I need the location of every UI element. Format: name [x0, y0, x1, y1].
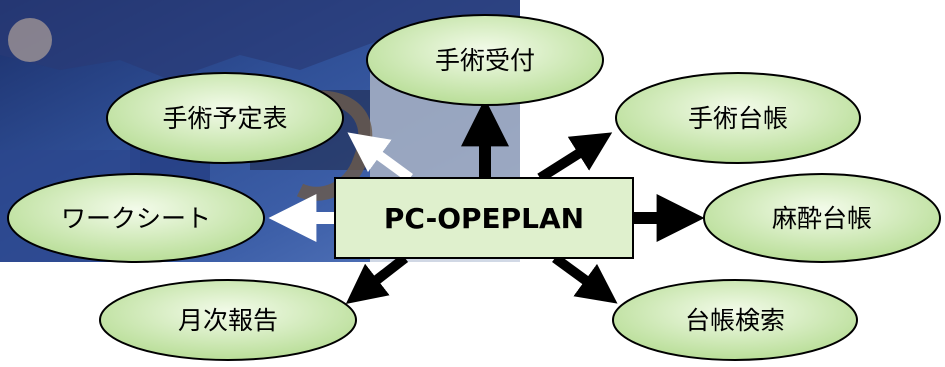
node-label-surgery-schedule: 手術予定表 — [162, 104, 287, 133]
node-anesthesia-ledger: 麻酔台帳 — [703, 173, 941, 263]
node-ledger-search: 台帳検索 — [612, 279, 858, 361]
connectors — [268, 98, 705, 305]
arrow-to-monthly-report — [345, 254, 409, 305]
node-surgery-ledger: 手術台帳 — [615, 72, 861, 164]
node-surgery-reception: 手術受付 — [366, 14, 604, 106]
node-label-surgery-ledger: 手術台帳 — [688, 104, 788, 133]
center-label: PC-OPEPLAN — [384, 202, 584, 235]
arrow-to-surgery-ledger — [537, 132, 613, 183]
arrow-to-surgery-schedule — [347, 132, 413, 183]
node-label-worksheet: ワークシート — [61, 204, 211, 233]
node-label-anesthesia-ledger: 麻酔台帳 — [772, 204, 872, 233]
center-box: PC-OPEPLAN — [334, 177, 634, 259]
node-label-monthly-report: 月次報告 — [178, 306, 278, 335]
node-worksheet: ワークシート — [7, 173, 265, 263]
node-label-surgery-reception: 手術受付 — [435, 46, 535, 75]
node-monthly-report: 月次報告 — [99, 279, 357, 361]
arrow-to-ledger-search — [552, 253, 618, 304]
node-surgery-schedule: 手術予定表 — [106, 72, 344, 164]
node-label-ledger-search: 台帳検索 — [685, 306, 785, 335]
